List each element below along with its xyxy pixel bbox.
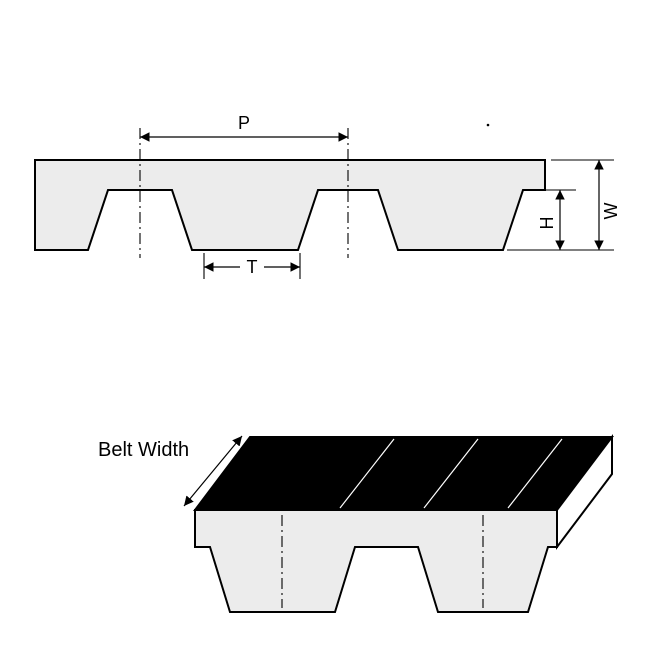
belt-profile-shape	[34, 159, 546, 251]
top-face-seam-line	[423, 438, 479, 509]
isometric-view: Belt Width	[98, 434, 615, 613]
belt-width-label: Belt Width	[98, 439, 189, 461]
belt-front-profile	[194, 509, 558, 613]
belt-thickness-label: W	[601, 203, 621, 220]
belt-width-arrow	[183, 435, 243, 507]
pitch-label: P	[238, 113, 250, 133]
cross-section-view: P T H W	[34, 113, 621, 279]
stray-dot	[486, 123, 490, 127]
tooth-height-label: H	[537, 217, 557, 230]
top-face-seam-line	[339, 438, 395, 509]
top-face-seam-line	[507, 438, 563, 509]
tooth-width-label: T	[247, 257, 258, 277]
belt-top-face	[192, 436, 615, 511]
